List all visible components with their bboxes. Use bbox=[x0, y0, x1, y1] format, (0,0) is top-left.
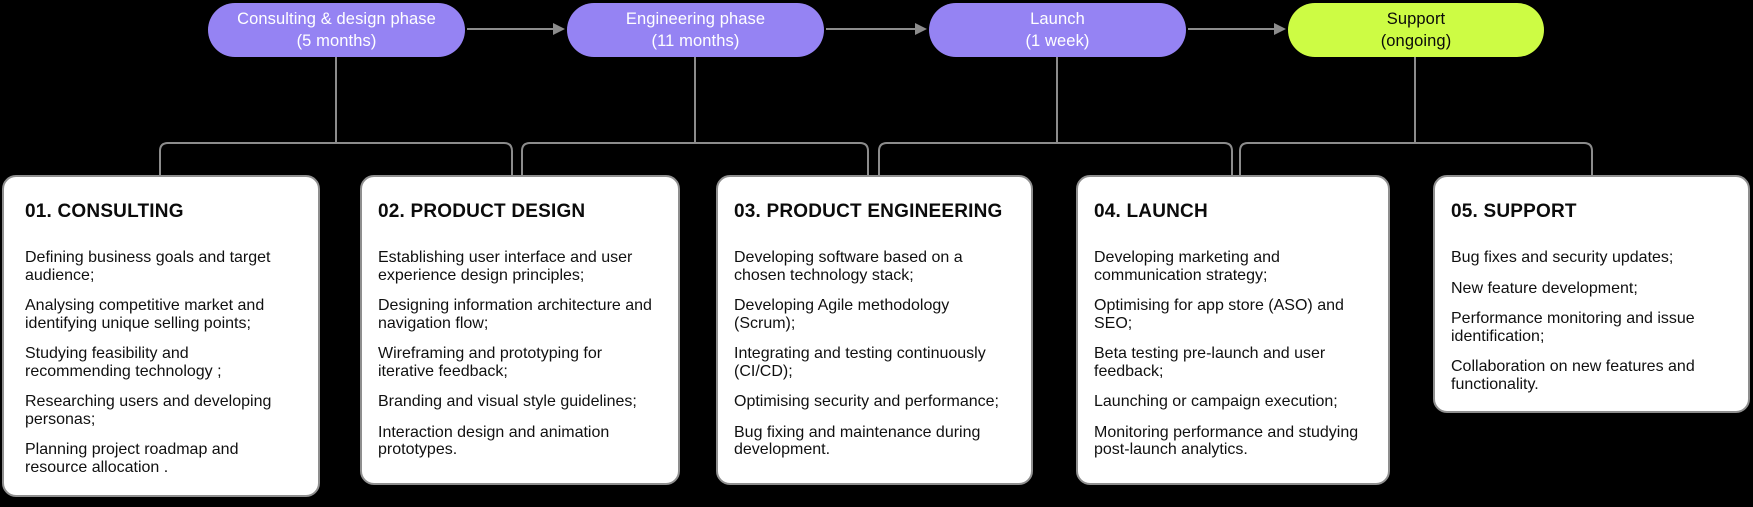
flow-arrowhead-icon bbox=[553, 23, 565, 35]
phase-duration: (1 week) bbox=[1025, 32, 1090, 50]
card-item: Analysing competitive market and identif… bbox=[25, 297, 265, 332]
card-consulting: 01. CONSULTING Defining business goals a… bbox=[2, 175, 320, 497]
card-item: Branding and visual style guidelines; bbox=[378, 393, 637, 410]
phase-pill-launch: Launch (1 week) bbox=[929, 3, 1186, 57]
phase-duration: (11 months) bbox=[651, 32, 740, 50]
card-item: Beta testing pre-launch and user feedbac… bbox=[1094, 345, 1326, 380]
card-item: Planning project roadmap and resource al… bbox=[25, 441, 239, 476]
card-item: Bug fixing and maintenance during develo… bbox=[734, 423, 981, 459]
phase-name: Launch bbox=[1030, 10, 1085, 28]
phase-bracket bbox=[521, 142, 869, 176]
card-title: 05. SUPPORT bbox=[1451, 201, 1577, 222]
phase-bracket bbox=[159, 142, 513, 176]
card-item: Studying feasibility and recommending te… bbox=[25, 345, 222, 380]
card-item: Bug fixes and security updates; bbox=[1451, 249, 1674, 266]
card-item: Monitoring performance and studying post… bbox=[1094, 423, 1359, 459]
phase-name: Engineering phase bbox=[625, 10, 766, 28]
phase-bracket bbox=[878, 142, 1233, 176]
card-item: Researching users and developing persona… bbox=[25, 393, 272, 428]
card-item: Developing software based on a chosen te… bbox=[734, 249, 963, 284]
phase-name: Consulting & design phase bbox=[237, 10, 436, 28]
card-item: Collaboration on new features and functi… bbox=[1451, 358, 1695, 393]
phase-bracket bbox=[1239, 142, 1593, 176]
card-item: Developing marketing and communication s… bbox=[1094, 249, 1280, 284]
phase-duration: (ongoing) bbox=[1380, 32, 1452, 50]
phase-duration: (5 months) bbox=[296, 32, 377, 50]
card-item: Integrating and testing continuously (CI… bbox=[734, 345, 986, 380]
card-item: Optimising for app store (ASO) and SEO; bbox=[1094, 297, 1344, 332]
card-item: Designing information architecture and n… bbox=[378, 297, 652, 332]
flow-arrowhead-icon bbox=[1274, 23, 1286, 35]
card-product-engineering: 03. PRODUCT ENGINEERING Developing softw… bbox=[716, 175, 1033, 485]
card-title: 03. PRODUCT ENGINEERING bbox=[734, 201, 1003, 222]
card-item: Performance monitoring and issue identif… bbox=[1451, 310, 1695, 345]
card-product-design: 02. PRODUCT DESIGN Establishing user int… bbox=[360, 175, 680, 485]
card-item: Launching or campaign execution; bbox=[1094, 393, 1338, 410]
card-item: Establishing user interface and user exp… bbox=[378, 249, 633, 284]
card-support: 05. SUPPORT Bug fixes and security updat… bbox=[1433, 175, 1750, 413]
phase-name: Support bbox=[1386, 10, 1446, 28]
card-item: Developing Agile methodology (Scrum); bbox=[734, 297, 950, 332]
card-item: Wireframing and prototyping for iterativ… bbox=[378, 345, 603, 380]
card-title: 02. PRODUCT DESIGN bbox=[378, 201, 586, 222]
card-item: Defining business goals and target audie… bbox=[25, 249, 271, 284]
phase-pill-engineering: Engineering phase (11 months) bbox=[567, 3, 824, 57]
card-launch: 04. LAUNCH Developing marketing and comm… bbox=[1076, 175, 1390, 485]
flow-arrowhead-icon bbox=[915, 23, 927, 35]
card-item: Interaction design and animation prototy… bbox=[378, 423, 610, 459]
phase-pill-support: Support (ongoing) bbox=[1288, 3, 1544, 57]
card-title: 04. LAUNCH bbox=[1094, 201, 1208, 222]
card-title: 01. CONSULTING bbox=[25, 201, 184, 222]
phase-pill-consulting-design: Consulting & design phase (5 months) bbox=[208, 3, 465, 57]
card-item: Optimising security and performance; bbox=[734, 393, 999, 410]
card-item: New feature development; bbox=[1451, 279, 1638, 297]
